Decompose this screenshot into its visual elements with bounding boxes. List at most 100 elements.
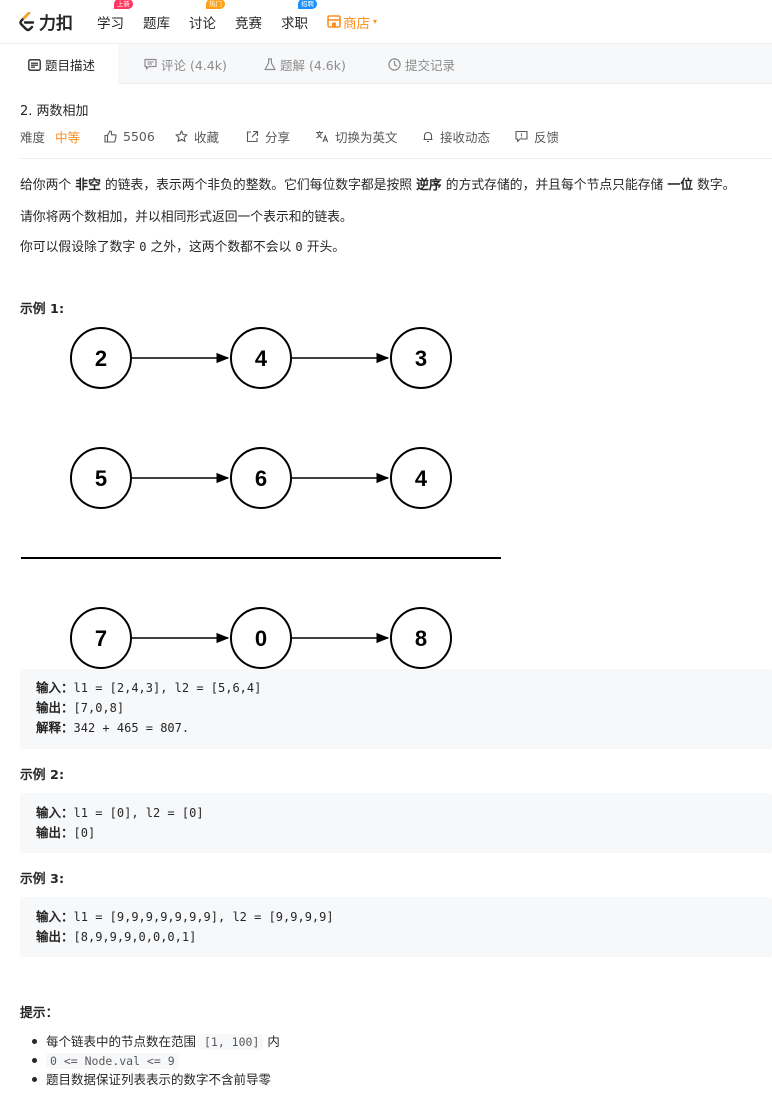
node-value: 4 [255, 346, 268, 371]
bold-text: 一位 [667, 178, 693, 193]
text: 的链表，表示两个非负的整数。它们每位数字都是按照 [100, 178, 417, 193]
example-input: 输入：l1 = [2,4,3], l2 = [5,6,4] [36, 678, 772, 698]
clock-icon [388, 57, 401, 71]
value: [7,0,8] [73, 701, 125, 715]
logo[interactable]: 力扣 [18, 0, 73, 44]
inline-code: 0 [295, 240, 303, 254]
value: [0] [73, 826, 96, 840]
nav-item-jobs[interactable]: 求职 招聘 [281, 0, 317, 32]
feedback-label: 反馈 [534, 129, 560, 145]
description-paragraph-2: 请你将两个数相加，并以相同形式返回一个表示和的链表。 [20, 210, 353, 225]
example-output: 输出：[0] [36, 823, 772, 843]
tab-bar: 题目描述 评论 (4.4k) 题解 (4.6k) 提交记录 [0, 44, 772, 85]
tab-label: 题目描述 [45, 58, 96, 73]
nav-item-learn[interactable]: 学习 上新 [97, 0, 133, 32]
label: 输入： [36, 680, 74, 695]
inline-code: 0 <= Node.val <= 9 [46, 1053, 179, 1069]
tab-solutions[interactable]: 题解 (4.6k) [264, 44, 346, 84]
feedback-button[interactable]: 反馈 [515, 127, 559, 146]
top-nav: 力扣 学习 上新 题库 讨论 热门 竞赛 求职 招聘 商店 ▾ [0, 0, 772, 44]
problem-title: 2. 两数相加 [20, 104, 89, 119]
like-button[interactable]: 5506 [104, 129, 155, 144]
node-value: 2 [95, 346, 107, 371]
logo-text: 力扣 [39, 14, 73, 34]
node-value: 7 [95, 626, 107, 651]
list-node [70, 607, 132, 669]
text: 之外，这两个数都不会以 [146, 240, 296, 255]
example-input: 输入：l1 = [9,9,9,9,9,9,9], l2 = [9,9,9,9] [36, 907, 772, 927]
description-paragraph-3: 你可以假设除了数字 0 之外，这两个数都不会以 0 开头。 [20, 236, 345, 255]
list-node [70, 327, 132, 389]
text: 的方式存储的，并且每个节点只能存储 [441, 178, 668, 193]
bold-text: 逆序 [416, 178, 442, 193]
list-item: 每个链表中的节点数在范围 [1, 100] 内 [32, 1032, 280, 1051]
tab-label: 提交记录 [405, 57, 456, 73]
tab-description[interactable]: 题目描述 [0, 44, 118, 85]
star-icon [175, 129, 188, 143]
follow-label: 接收动态 [440, 129, 491, 145]
text: 题目数据保证列表表示的数字不含前导零 [46, 1072, 272, 1087]
text: 开头。 [302, 240, 346, 255]
nav-item-contest[interactable]: 竞赛 [235, 12, 262, 32]
list-node [230, 607, 292, 669]
favorite-button[interactable]: 收藏 [175, 127, 219, 146]
label: 输出： [36, 825, 74, 840]
label: 解释： [36, 720, 74, 735]
comment-icon [144, 58, 157, 70]
list-node [390, 447, 452, 509]
example-1-block: 输入：l1 = [2,4,3], l2 = [5,6,4] 输出：[7,0,8]… [20, 669, 772, 749]
switch-language-button[interactable]: 切换为英文 [315, 127, 398, 146]
shop-icon [327, 15, 341, 28]
linked-list-diagram: 2 4 3 5 6 4 7 0 8 [21, 327, 501, 669]
share-label: 分享 [265, 129, 291, 145]
tab-comments[interactable]: 评论 (4.4k) [144, 44, 227, 84]
list-item: 0 <= Node.val <= 9 [32, 1051, 280, 1070]
example-2-block: 输入：l1 = [0], l2 = [0] 输出：[0] [20, 793, 772, 853]
text: 数字。 [693, 178, 736, 193]
label: 输出： [36, 929, 74, 944]
example-3-block: 输入：l1 = [9,9,9,9,9,9,9], l2 = [9,9,9,9] … [20, 897, 772, 957]
badge-hot: 热门 [206, 0, 225, 9]
nav-item-label: 竞赛 [235, 15, 262, 32]
inline-code: [1, 100] [199, 1034, 264, 1050]
example-2-heading: 示例 2: [20, 768, 65, 783]
node-value: 3 [415, 346, 427, 371]
switch-language-label: 切换为英文 [335, 129, 398, 145]
translate-icon [315, 130, 329, 143]
nav-item-problems[interactable]: 题库 [143, 12, 170, 32]
node-value: 5 [95, 466, 107, 491]
label: 输入： [36, 805, 74, 820]
nav-item-label: 讨论 [189, 15, 216, 32]
difficulty: 难度 中等 [20, 127, 80, 146]
nav-item-label: 求职 [281, 15, 308, 32]
feedback-icon [515, 130, 528, 143]
list-item: 题目数据保证列表表示的数字不含前导零 [32, 1070, 280, 1089]
divider [20, 158, 772, 159]
like-count: 5506 [123, 128, 155, 144]
tab-label: 题解 (4.6k) [280, 57, 346, 73]
bell-icon [422, 130, 434, 143]
thumbs-up-icon [104, 129, 117, 143]
caret-down-icon: ▾ [373, 17, 378, 26]
share-icon [246, 130, 259, 143]
badge-new: 上新 [114, 0, 133, 9]
share-button[interactable]: 分享 [246, 127, 290, 146]
list-node [230, 327, 292, 389]
nav-item-discuss[interactable]: 讨论 热门 [189, 0, 225, 32]
tab-submissions[interactable]: 提交记录 [388, 44, 455, 84]
value: 342 + 465 = 807. [73, 721, 190, 735]
tab-label: 评论 (4.4k) [161, 57, 227, 73]
example-output: 输出：[8,9,9,9,0,0,0,1] [36, 927, 772, 947]
list-node [230, 447, 292, 509]
follow-button[interactable]: 接收动态 [422, 127, 490, 146]
nav-item-shop[interactable]: 商店 ▾ [327, 12, 377, 32]
list-node [390, 607, 452, 669]
list-node [390, 327, 452, 389]
example-explanation: 解释：342 + 465 = 807. [36, 718, 772, 738]
example-3-heading: 示例 3: [20, 872, 65, 887]
value: l1 = [0], l2 = [0] [73, 806, 204, 820]
example-input: 输入：l1 = [0], l2 = [0] [36, 803, 772, 823]
text: 每个链表中的节点数在范围 [46, 1034, 200, 1049]
inline-code: 0 [139, 240, 147, 254]
leetcode-logo-icon [19, 11, 35, 31]
